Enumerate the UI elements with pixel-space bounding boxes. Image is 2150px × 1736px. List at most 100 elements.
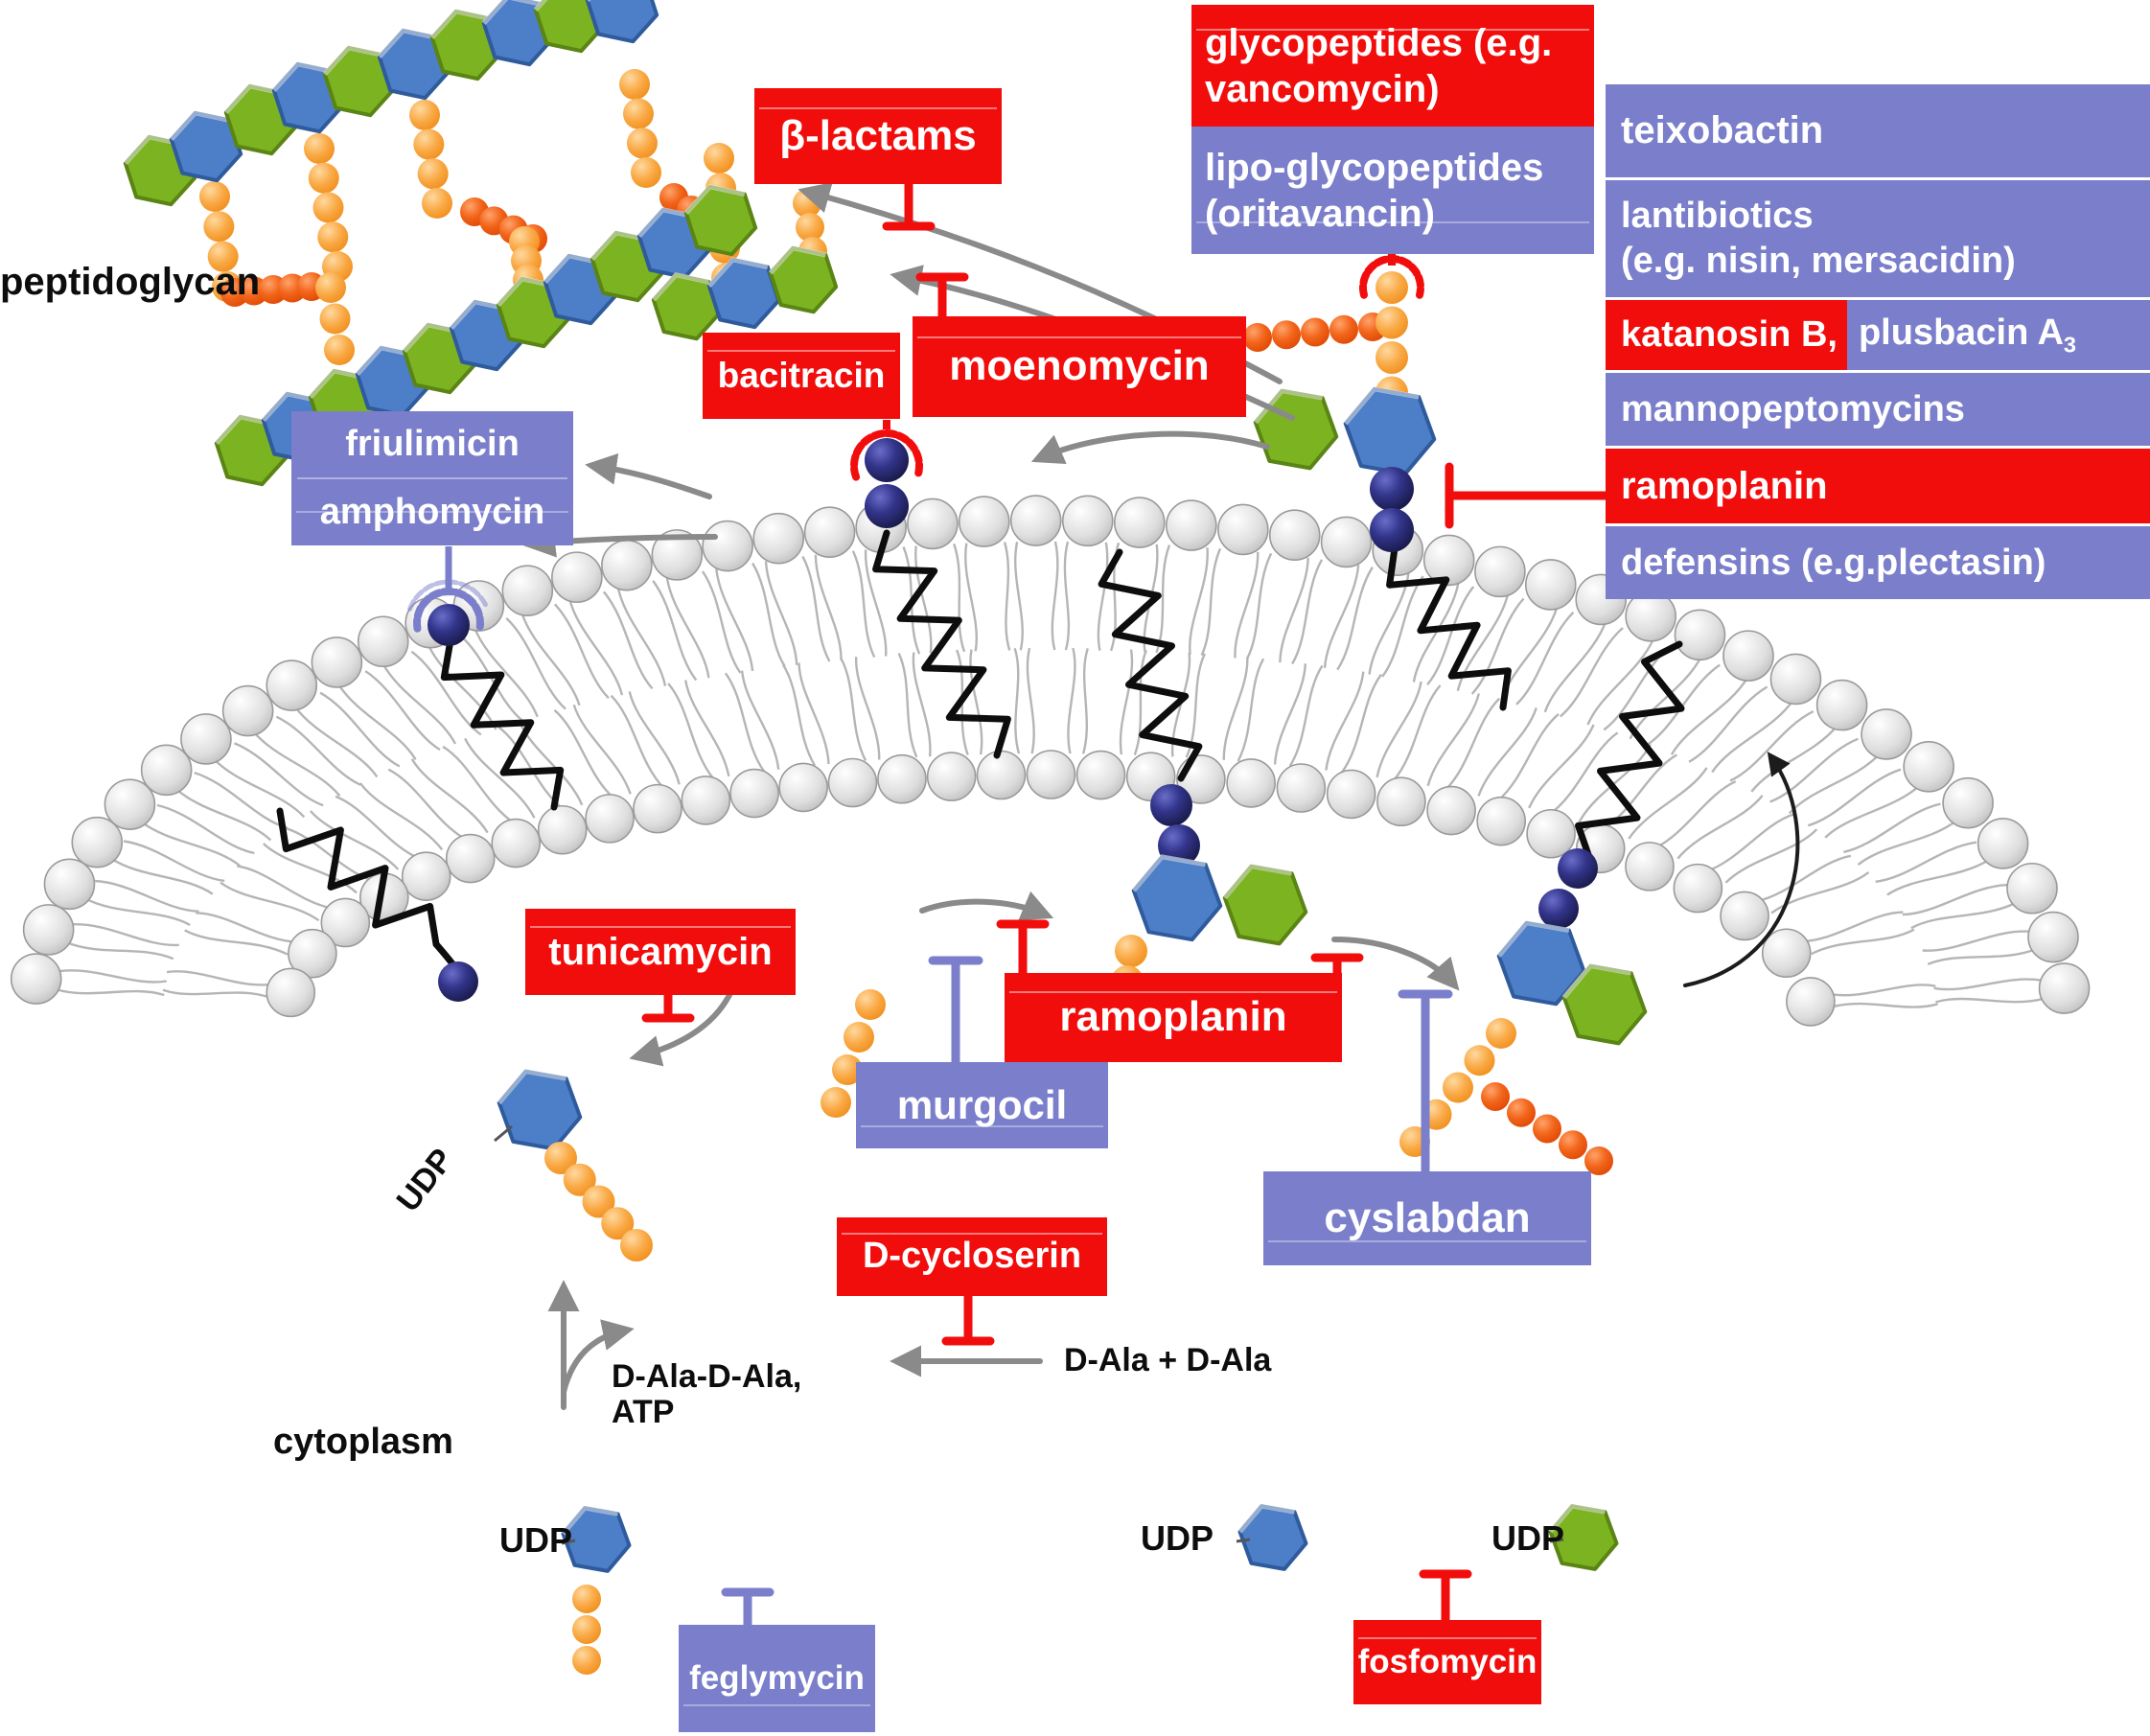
panel-row-katanosin: katanosin B, plusbacin A3 bbox=[1606, 300, 2150, 370]
pentapeptide-bead bbox=[207, 241, 239, 272]
peptidoglycan-label: peptidoglycan bbox=[0, 261, 261, 303]
pentapeptide-bead bbox=[855, 989, 886, 1020]
pentapeptide-bead bbox=[601, 1207, 635, 1240]
udp-label-3: UDP bbox=[1491, 1518, 1565, 1558]
pentapeptide-bead bbox=[631, 157, 661, 188]
phospholipid-head bbox=[651, 529, 704, 581]
phospholipid-head bbox=[827, 757, 878, 808]
crossbridge-bead bbox=[1559, 1130, 1587, 1160]
lipid-tail bbox=[364, 670, 441, 752]
pentapeptide-bead bbox=[623, 98, 654, 129]
lipid-tail bbox=[702, 570, 742, 674]
phospholipid-head bbox=[778, 762, 828, 813]
lipid-tail bbox=[1830, 984, 1936, 997]
lipid-tail bbox=[1189, 547, 1209, 655]
tunicamycin-box: tunicamycin bbox=[525, 909, 796, 995]
lipid-tail bbox=[1003, 542, 1011, 651]
udp-label-2: UDP bbox=[1141, 1518, 1214, 1558]
phospholipid-head bbox=[1026, 750, 1076, 799]
hexagon-highlight bbox=[1343, 386, 1420, 426]
lipid-tail bbox=[56, 987, 165, 997]
lipid-tail bbox=[1769, 737, 1859, 803]
d-ala-plus-d-ala-label: D-Ala + D-Ala bbox=[1064, 1342, 1272, 1378]
vancomycin-binding-arc bbox=[1359, 255, 1424, 299]
pentapeptide-bead bbox=[199, 181, 230, 212]
hexagon-highlight bbox=[377, 28, 439, 58]
hexagon-highlight bbox=[481, 0, 543, 25]
hexagon-highlight bbox=[271, 61, 334, 92]
lipid-tail bbox=[174, 787, 272, 842]
lipid-tail bbox=[358, 782, 444, 851]
lipid-tail bbox=[65, 940, 174, 961]
phospholipid-head bbox=[907, 498, 959, 550]
lipid-tail bbox=[1910, 901, 2018, 930]
phospholipid-head bbox=[1276, 763, 1327, 813]
lipid-tail bbox=[1688, 685, 1769, 763]
bactoprenol-zigzag bbox=[1386, 544, 1512, 711]
moenomycin-box: moenomycin bbox=[913, 316, 1246, 417]
lipid-tail bbox=[1026, 647, 1035, 754]
lipid-tail bbox=[1811, 928, 1915, 956]
pathway-arrow bbox=[1683, 752, 1800, 987]
udp-linker bbox=[1549, 1538, 1564, 1543]
lipid-tail bbox=[1014, 542, 1024, 651]
phospholipid-head bbox=[926, 752, 977, 801]
phospholipid-head bbox=[1786, 977, 1836, 1027]
phospholipid-head bbox=[1861, 708, 1912, 760]
phospholipid-head bbox=[357, 615, 409, 668]
ramoplanin-box: ramoplanin bbox=[1005, 973, 1342, 1062]
pentapeptide-bead bbox=[315, 272, 346, 303]
lipid-tail bbox=[1628, 767, 1708, 840]
lipid-tail bbox=[427, 644, 497, 730]
lipid-tail bbox=[568, 599, 624, 696]
lipid-tail bbox=[1133, 649, 1147, 756]
pathway-arrow bbox=[561, 1319, 635, 1395]
lipid-tail bbox=[196, 912, 297, 943]
lipid-tail bbox=[1097, 542, 1109, 651]
phospholipid-head bbox=[1075, 750, 1126, 800]
hexagon-highlight bbox=[429, 9, 492, 39]
lipid-tail bbox=[84, 897, 191, 926]
lipid-tail bbox=[1234, 551, 1260, 659]
cytoplasm-label: cytoplasm bbox=[273, 1422, 453, 1462]
phospholipid-head bbox=[491, 818, 542, 868]
hexagon-highlight bbox=[1561, 962, 1632, 1000]
phospholipid-head bbox=[140, 744, 193, 797]
hexagon-highlight bbox=[1253, 387, 1324, 425]
lipid-tail bbox=[1222, 657, 1249, 760]
lipid-tail bbox=[1705, 813, 1794, 873]
green-sugar-hexagon bbox=[1253, 388, 1339, 471]
hexagon-highlight bbox=[1222, 863, 1293, 900]
phospholipid-head bbox=[71, 816, 124, 868]
lipid-tail bbox=[652, 580, 698, 682]
lipid-tail bbox=[1013, 647, 1021, 754]
hexagon-highlight bbox=[169, 110, 231, 141]
panel-row-mannopeptomycins: mannopeptomycins bbox=[1606, 373, 2150, 446]
lipid-tail bbox=[1336, 567, 1374, 671]
pentapeptide-bead bbox=[563, 1163, 596, 1196]
lipid-tail bbox=[1081, 648, 1089, 754]
pentapeptide-bead bbox=[832, 1054, 863, 1085]
lipid-tail bbox=[1288, 664, 1324, 767]
pathway-arrow bbox=[585, 452, 712, 499]
pathway-arrow bbox=[1030, 430, 1270, 465]
lipid-tail bbox=[442, 745, 516, 825]
lipo-glycopeptides-box: lipo-glycopeptides (oritavancin) bbox=[1191, 127, 1594, 254]
hexagon-highlight bbox=[683, 184, 746, 215]
phospholipid-head bbox=[1376, 776, 1426, 827]
lipid-tail bbox=[1711, 699, 1794, 774]
precursor-structures bbox=[428, 271, 1648, 1675]
pyrophosphate-sphere bbox=[1538, 889, 1579, 929]
pentapeptide-bead bbox=[413, 128, 445, 160]
lipid-tail bbox=[1119, 649, 1134, 755]
lipid-tail bbox=[162, 988, 269, 999]
hexagon-highlight bbox=[768, 244, 826, 275]
atp-text: ATP bbox=[612, 1394, 675, 1431]
pentapeptide-bead bbox=[704, 143, 734, 174]
lipid-tail bbox=[212, 757, 306, 819]
hexagon-highlight bbox=[1548, 1503, 1606, 1534]
phospholipid-head bbox=[401, 851, 451, 901]
amphomycin-outer-arc bbox=[407, 579, 490, 612]
